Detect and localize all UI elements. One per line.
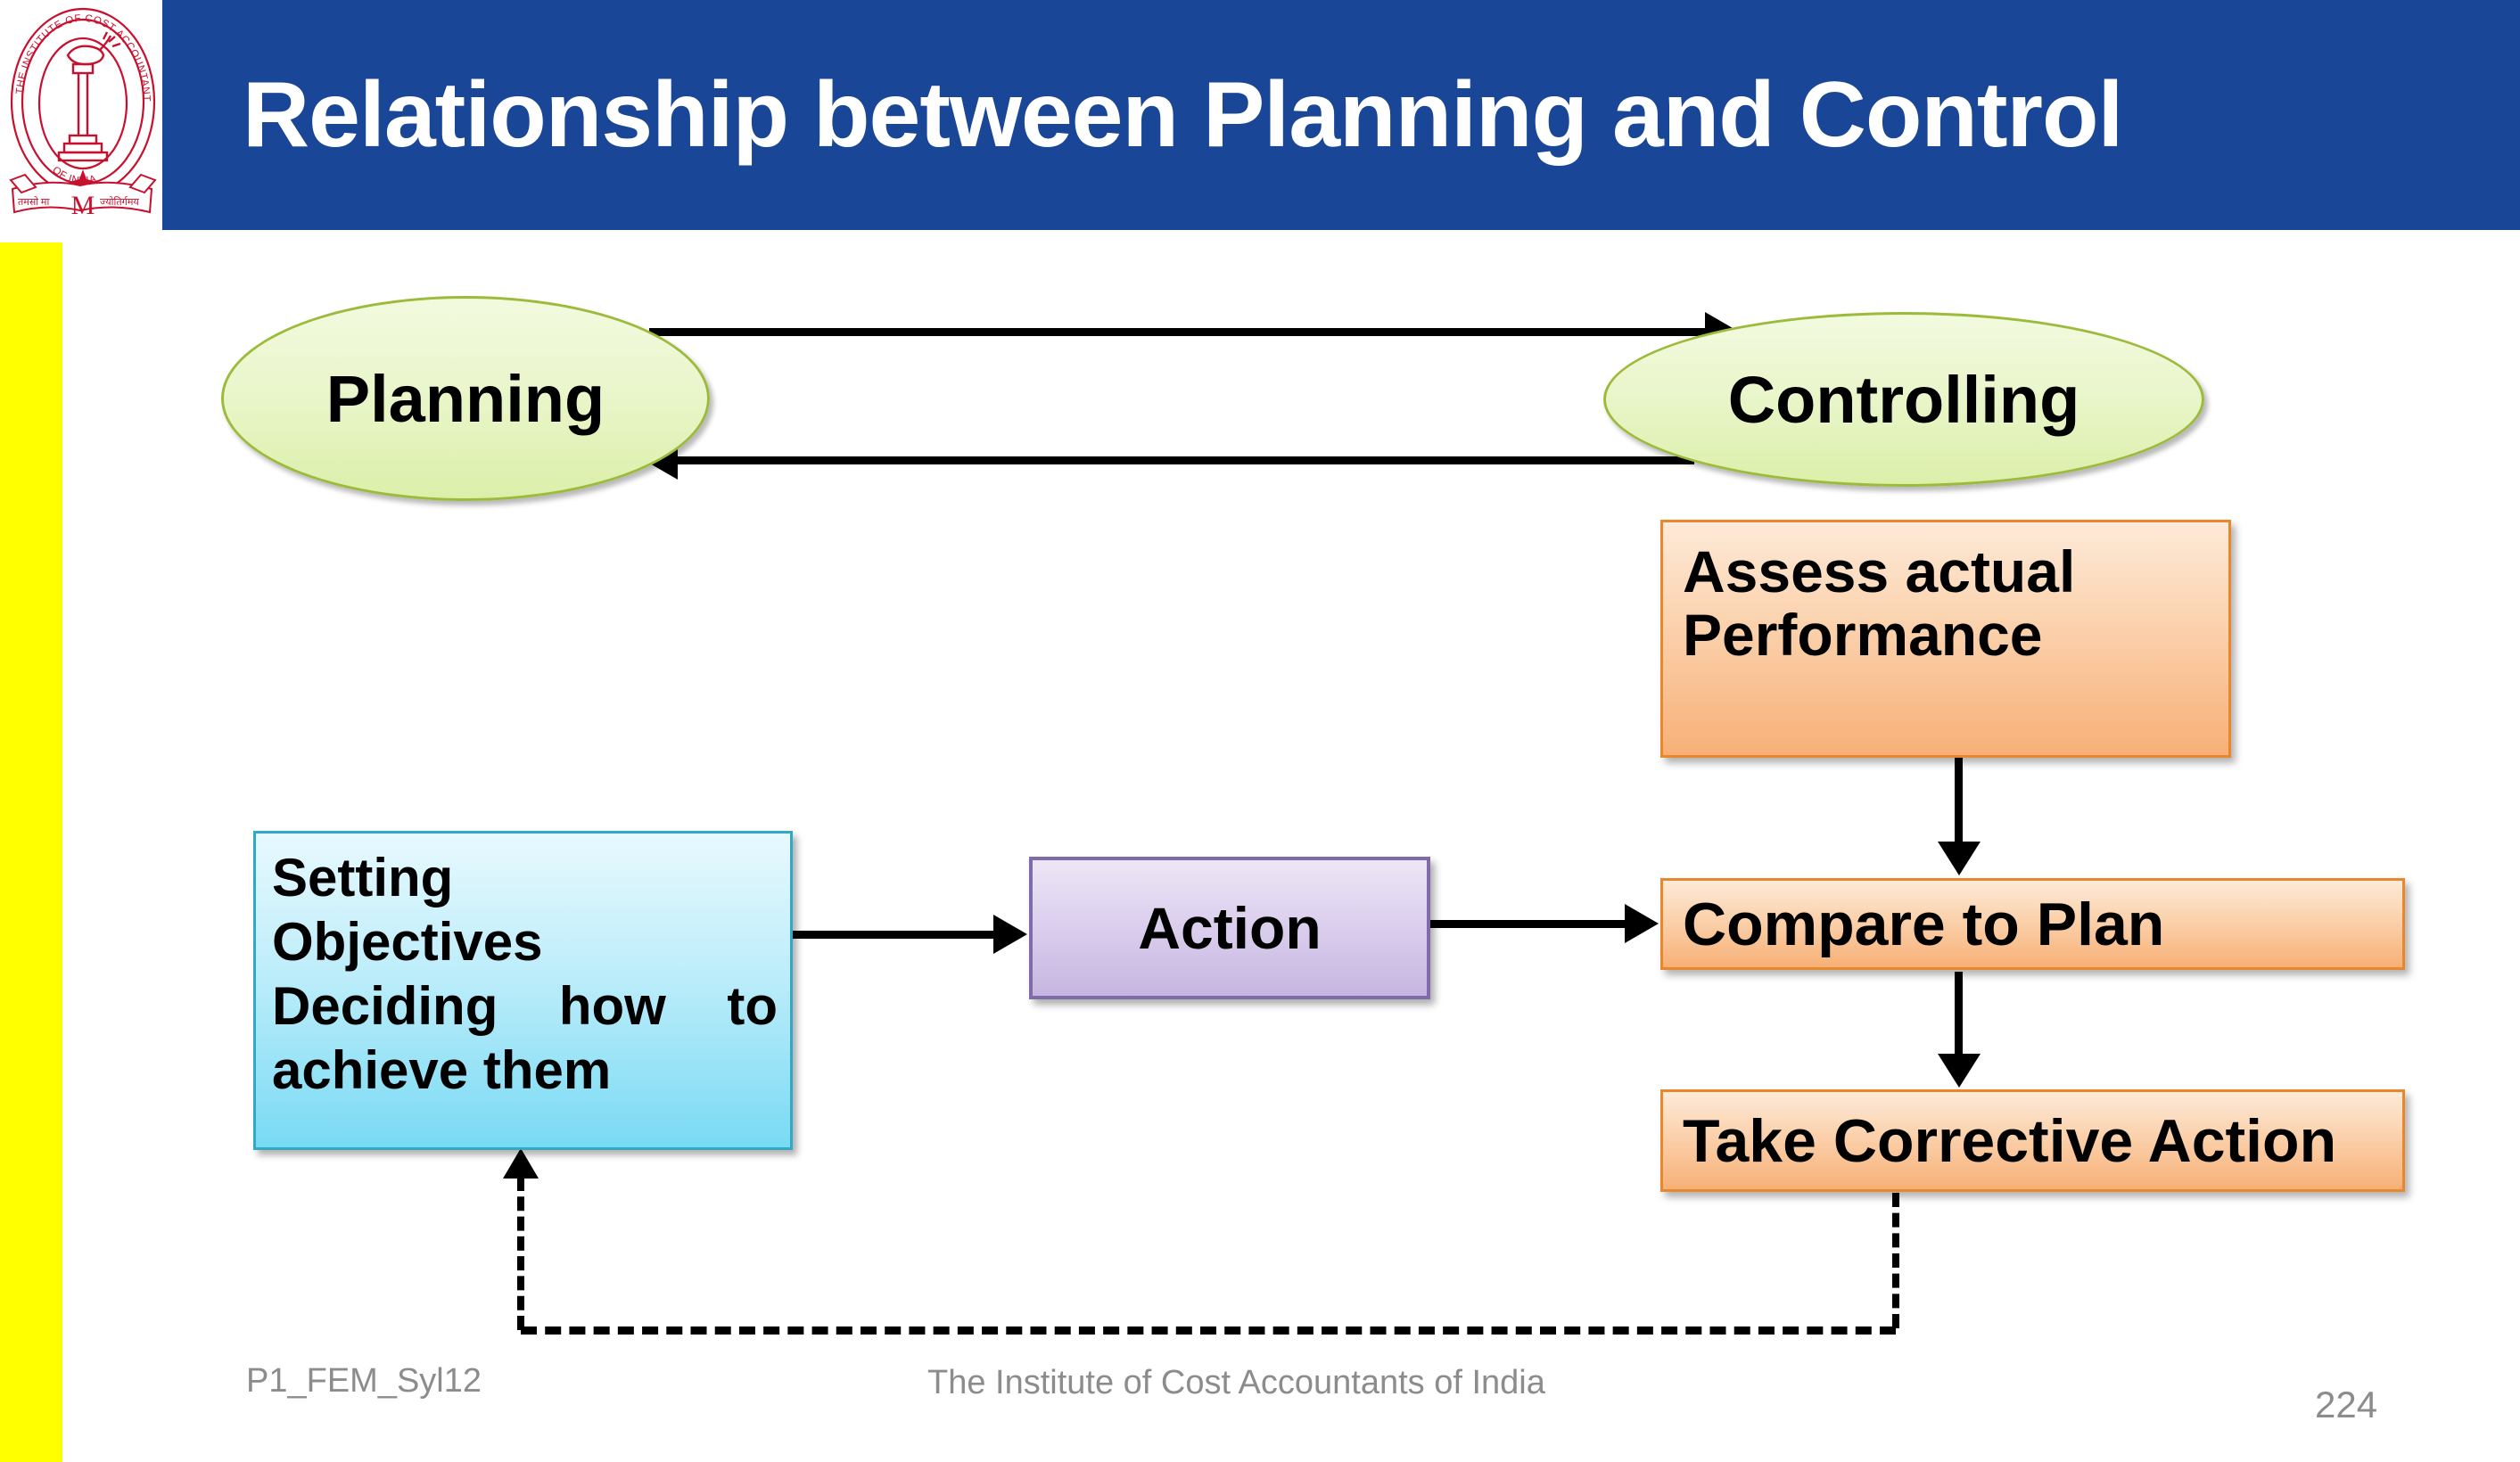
node-compare-label: Compare to Plan — [1683, 890, 2165, 958]
footer-syllabus-code: P1_FEM_Syl12 — [246, 1362, 482, 1400]
node-assess-label: Assess actual Performance — [1683, 538, 2076, 669]
node-setting-label-line4: achieve them — [272, 1040, 612, 1100]
page-title: Relationship between Planning and Contro… — [243, 63, 2123, 167]
node-controlling[interactable]: Controlling — [1603, 312, 2204, 487]
node-take-corrective-action[interactable]: Take Corrective Action — [1660, 1089, 2405, 1192]
institute-logo: तमसो मा ज्योतिर्गमय M THE INSTITUTE OF C… — [7, 4, 159, 237]
title-bar — [162, 0, 2520, 230]
svg-text:M: M — [71, 191, 95, 220]
node-setting-objectives[interactable]: Setting Objectives Deciding how to achie… — [253, 831, 793, 1150]
node-setting-label: Setting Objectives Deciding how to achie… — [272, 846, 778, 1103]
node-planning[interactable]: Planning — [221, 296, 710, 501]
node-setting-label-line3: Deciding how to — [272, 976, 778, 1036]
node-setting-label-line2: Objectives — [272, 912, 543, 972]
node-action-label: Action — [1138, 895, 1322, 961]
yellow-accent-bar — [0, 242, 62, 1462]
node-assess-label-line2: Performance — [1683, 602, 2043, 669]
node-action[interactable]: Action — [1029, 857, 1430, 999]
svg-text:ज्योतिर्गमय: ज्योतिर्गमय — [100, 196, 139, 208]
footer-institute-name: The Institute of Cost Accountants of Ind… — [927, 1364, 1545, 1401]
node-compare-to-plan[interactable]: Compare to Plan — [1660, 878, 2405, 970]
node-corrective-label: Take Corrective Action — [1683, 1106, 2337, 1175]
node-controlling-label: Controlling — [1727, 362, 2080, 437]
node-assess-actual-performance[interactable]: Assess actual Performance — [1660, 520, 2231, 758]
node-setting-label-line1: Setting — [272, 848, 454, 908]
svg-text:तमसो मा: तमसो मा — [18, 196, 49, 208]
page-number: 224 — [2315, 1384, 2378, 1425]
node-planning-label: Planning — [325, 361, 605, 436]
node-assess-label-line1: Assess actual — [1683, 538, 2076, 604]
